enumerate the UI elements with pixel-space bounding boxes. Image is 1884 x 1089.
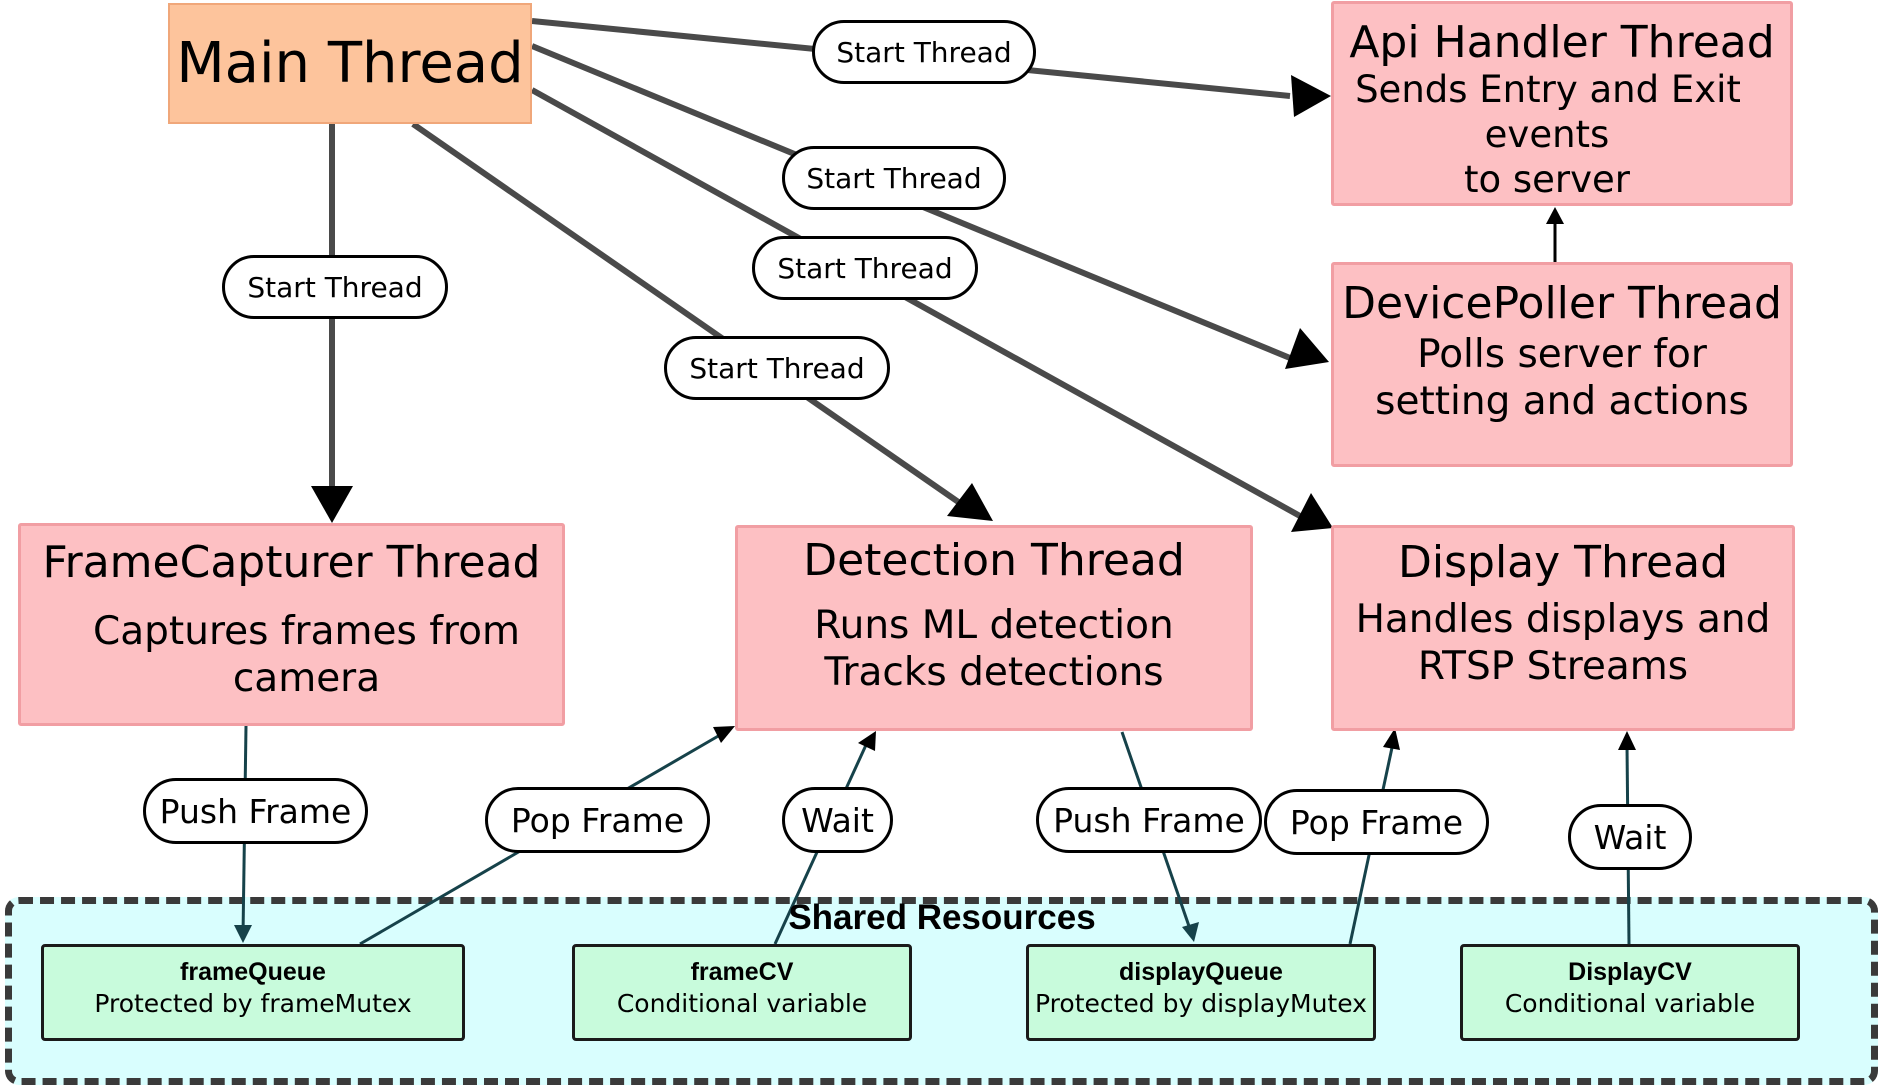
frame-capturer-desc-line-1: Captures frames from <box>93 609 520 654</box>
api-handler-thread-node: Api Handler Thread Sends Entry and Exit … <box>1331 1 1793 206</box>
frame-capturer-thread-node: FrameCapturer Thread Captures frames fro… <box>18 523 565 726</box>
frame-capturer-desc-line-2: camera <box>232 656 381 701</box>
resource-name: displayQueue <box>1119 958 1283 986</box>
arrowhead-pop-frame-2 <box>1383 728 1400 750</box>
resource-desc: Conditional variable <box>1504 989 1756 1018</box>
main-thread-node: Main Thread <box>168 3 532 124</box>
resource-framecv: frameCV Conditional variable <box>572 944 912 1041</box>
edge-main-to-detection <box>411 121 969 511</box>
api-handler-desc-line-2: events <box>1484 113 1610 156</box>
resource-name: frameQueue <box>180 958 326 986</box>
arrowhead-wait-2 <box>1618 731 1636 750</box>
arrowhead-push-frame-1 <box>234 925 252 943</box>
detection-desc-line-2: Tracks detections <box>824 650 1164 695</box>
edge-label-start-capturer: Start Thread <box>222 255 448 319</box>
arrowhead-pop-frame-1 <box>713 726 735 743</box>
display-desc-line-1: Handles displays and <box>1355 597 1771 642</box>
arrowhead-poller-to-api <box>1546 207 1564 224</box>
resource-name: DisplayCV <box>1568 958 1692 986</box>
shared-resources-title: Shared Resources <box>788 898 1096 937</box>
api-handler-thread-title: Api Handler Thread <box>1349 17 1775 68</box>
frame-capturer-thread-title: FrameCapturer Thread <box>42 537 541 588</box>
device-poller-thread-title: DevicePoller Thread <box>1342 278 1782 329</box>
detection-thread-node: Detection Thread Runs ML detection Track… <box>735 525 1253 731</box>
arrowhead-api <box>1291 75 1331 117</box>
edge-label-wait-1: Wait <box>782 787 893 853</box>
edge-label-start-detection: Start Thread <box>664 336 890 400</box>
resource-displayqueue: displayQueue Protected by displayMutex <box>1026 944 1376 1041</box>
edge-label-pop-frame-1: Pop Frame <box>485 787 710 853</box>
main-thread-title: Main Thread <box>176 30 524 96</box>
edge-label-pop-frame-2: Pop Frame <box>1264 789 1489 855</box>
arrowhead-capturer <box>311 486 353 523</box>
display-thread-node: Display Thread Handles displays and RTSP… <box>1331 525 1795 731</box>
arrowhead-poller <box>1285 328 1329 369</box>
display-thread-title: Display Thread <box>1397 537 1729 588</box>
resource-displaycv: DisplayCV Conditional variable <box>1460 944 1800 1041</box>
arrowhead-wait-1 <box>858 731 876 751</box>
edge-main-to-display <box>530 87 1302 519</box>
edge-label-start-display: Start Thread <box>752 236 978 300</box>
resource-desc: Conditional variable <box>616 989 868 1018</box>
arrowhead-push-frame-2 <box>1182 922 1199 942</box>
edge-label-start-poller: Start Thread <box>782 146 1006 210</box>
resource-name: frameCV <box>690 958 794 986</box>
display-desc-line-2: RTSP Streams <box>1417 644 1689 689</box>
device-poller-desc-line-1: Polls server for <box>1417 332 1707 377</box>
api-handler-desc-line-3: to server <box>1463 158 1631 201</box>
api-handler-desc-line-1: Sends Entry and Exit <box>1355 68 1741 111</box>
resource-desc: Protected by displayMutex <box>1035 989 1367 1018</box>
edge-label-start-api: Start Thread <box>812 20 1036 84</box>
resource-framequeue: frameQueue Protected by frameMutex <box>41 944 465 1041</box>
edge-label-push-frame-1: Push Frame <box>143 778 368 844</box>
edge-label-wait-2: Wait <box>1568 804 1692 870</box>
device-poller-thread-node: DevicePoller Thread Polls server for set… <box>1331 262 1793 467</box>
resource-desc: Protected by frameMutex <box>94 989 412 1018</box>
arrowhead-detection <box>947 483 993 521</box>
detection-thread-title: Detection Thread <box>803 535 1185 586</box>
detection-desc-line-1: Runs ML detection <box>814 603 1174 648</box>
arrowhead-display <box>1291 493 1333 532</box>
edge-label-push-frame-2: Push Frame <box>1036 787 1262 853</box>
device-poller-desc-line-2: setting and actions <box>1375 379 1749 424</box>
